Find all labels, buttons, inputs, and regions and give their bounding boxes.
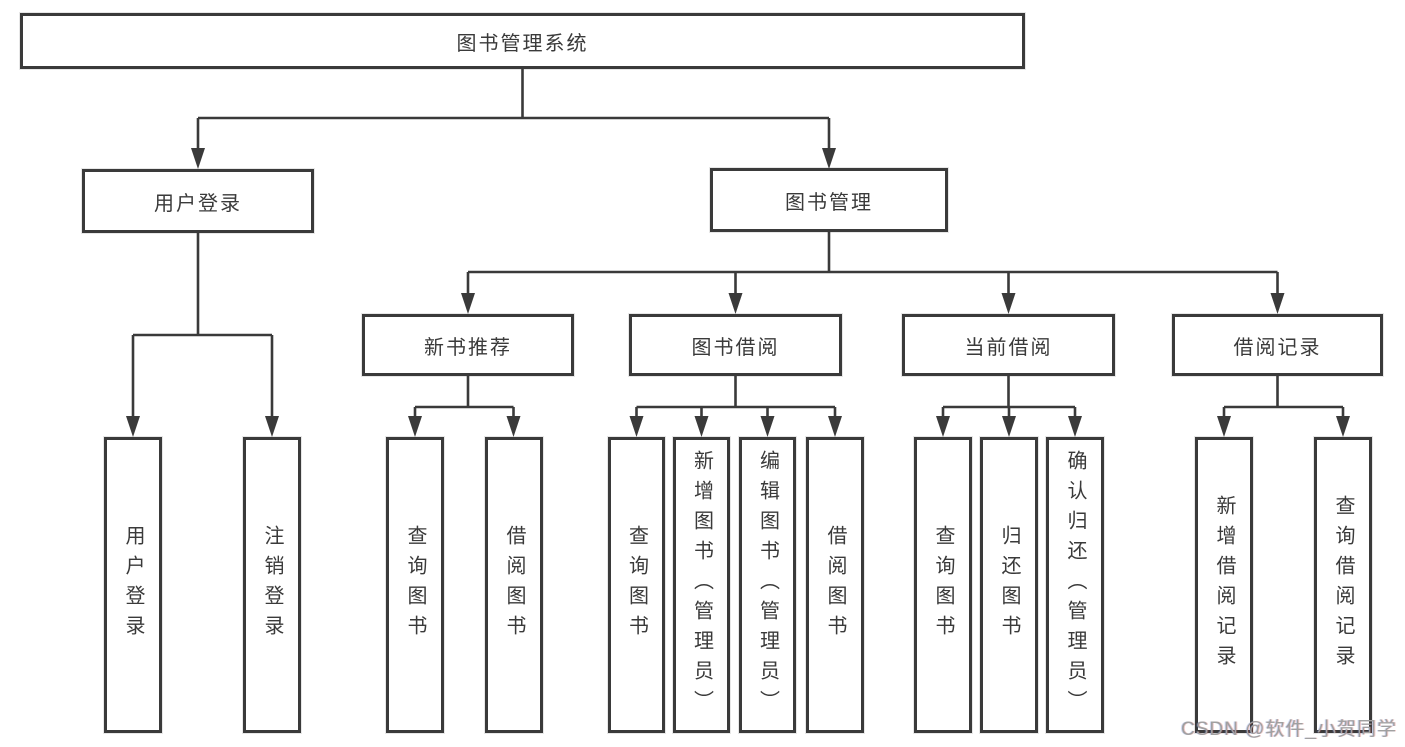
leaf-label: 编辑图书（管理员） <box>756 450 779 720</box>
leaf-add-books-admin: 新增图书（管理员） <box>673 437 730 733</box>
leaf-borrow-books: 借阅图书 <box>806 437 864 733</box>
arrowhead-icon <box>461 293 475 314</box>
arrowhead-icon <box>1217 416 1231 437</box>
arrowhead-icon <box>694 416 709 437</box>
leaf-borrow-books-recommend: 借阅图书 <box>485 437 543 733</box>
leaf-label: 查询图书 <box>625 525 648 645</box>
leaf-label: 借阅图书 <box>824 525 846 645</box>
leaf-add-borrow-record: 新增借阅记录 <box>1195 437 1253 733</box>
arrowhead-icons <box>126 148 1350 437</box>
node-label: 用户登录 <box>154 192 242 215</box>
arrowhead-icon <box>408 416 422 437</box>
leaf-label: 注销登录 <box>261 525 283 645</box>
arrowhead-icon <box>728 293 743 314</box>
csdn-watermark: CSDN @软件_小贺同学 <box>1181 719 1397 740</box>
leaf-label: 新增图书（管理员） <box>690 450 713 720</box>
leaf-edit-books-admin: 编辑图书（管理员） <box>739 437 796 733</box>
node-borrow-records: 借阅记录 <box>1172 314 1383 376</box>
tree-edges <box>131 69 1345 419</box>
arrowhead-icon <box>506 416 521 437</box>
leaf-label: 查询图书 <box>404 525 426 645</box>
arrowhead-icon <box>629 416 644 437</box>
node-new-book-recommend: 新书推荐 <box>362 314 574 376</box>
node-label: 当前借阅 <box>964 336 1053 359</box>
arrowhead-icon <box>1270 293 1285 314</box>
arrowhead-icon <box>1001 293 1016 314</box>
arrowhead-icon <box>1068 416 1082 437</box>
leaf-label: 归还图书 <box>998 525 1020 645</box>
node-label: 借阅记录 <box>1233 336 1322 359</box>
leaf-query-borrow-record: 查询借阅记录 <box>1314 437 1372 733</box>
node-book-management: 图书管理 <box>710 168 948 232</box>
arrowhead-icon <box>265 416 279 437</box>
leaf-query-books-borrow: 查询图书 <box>608 437 665 733</box>
arrowhead-icon <box>1336 416 1350 437</box>
leaf-confirm-return-admin: 确认归还（管理员） <box>1046 437 1104 733</box>
node-label: 图书借阅 <box>691 336 780 359</box>
leaf-logout: 注销登录 <box>243 437 301 733</box>
arrowhead-icon <box>828 416 842 437</box>
node-library-management-system: 图书管理系统 <box>20 13 1025 69</box>
node-user-login: 用户登录 <box>82 169 314 233</box>
leaf-query-books-current: 查询图书 <box>914 437 972 733</box>
arrowhead-icon <box>126 416 140 437</box>
arrowhead-icon <box>191 148 205 169</box>
leaf-user-login: 用户登录 <box>104 437 162 733</box>
node-label: 新书推荐 <box>424 336 512 359</box>
node-current-borrow: 当前借阅 <box>902 314 1115 376</box>
arrowhead-icon <box>1002 416 1016 437</box>
leaf-label: 查询借阅记录 <box>1332 495 1354 675</box>
node-label: 图书管理系统 <box>456 32 589 55</box>
node-label: 图书管理 <box>785 191 873 214</box>
leaf-label: 确认归还（管理员） <box>1064 450 1086 720</box>
leaf-return-books: 归还图书 <box>980 437 1038 733</box>
leaf-label: 用户登录 <box>122 525 144 645</box>
leaf-label: 借阅图书 <box>503 525 525 645</box>
arrowhead-icon <box>822 148 836 169</box>
leaf-label: 查询图书 <box>932 525 954 645</box>
leaf-label: 新增借阅记录 <box>1213 495 1235 675</box>
arrowhead-icon <box>936 416 950 437</box>
node-book-borrow: 图书借阅 <box>629 314 842 376</box>
arrowhead-icon <box>760 416 775 437</box>
leaf-query-books-recommend: 查询图书 <box>386 437 444 733</box>
